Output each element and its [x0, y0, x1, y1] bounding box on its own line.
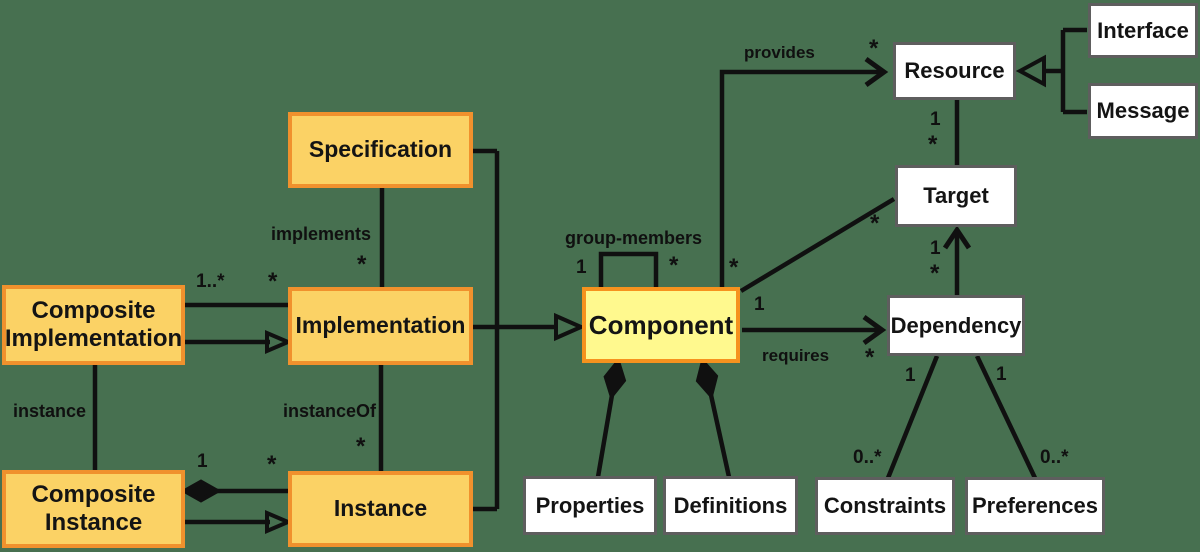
mult-provides-many: *	[869, 35, 879, 62]
arrowhead-icon	[864, 56, 889, 88]
mult-inst-many: *	[267, 451, 277, 478]
edge-provides	[719, 69, 882, 289]
mult-preferences-zero-or-more: 0..*	[1040, 447, 1069, 468]
mult-constraints-zero-or-more: 0..*	[853, 447, 882, 468]
edge-component-properties	[595, 394, 615, 478]
composition-diamond-icon	[603, 357, 627, 401]
mult-provides-src-many: *	[729, 254, 739, 281]
node-instance: Instance	[288, 471, 473, 547]
composition-diamond-icon	[180, 479, 222, 503]
node-constraints: Constraints	[815, 477, 955, 535]
label-provides: provides	[744, 43, 815, 62]
mult-dependency-target-many: *	[930, 260, 940, 287]
generalization-arrow-icon	[265, 509, 294, 535]
composition-diamond-icon	[695, 357, 719, 400]
mult-selfloop-many: *	[669, 252, 679, 279]
mult-requires-many: *	[865, 344, 875, 371]
label-group-members: group-members	[565, 228, 703, 248]
edge-group-members	[598, 251, 659, 289]
mult-preferences-one: 1	[996, 364, 1007, 385]
mult-target-one: 1	[930, 238, 941, 259]
node-implementation: Implementation	[288, 287, 473, 365]
arrowhead-icon	[942, 225, 972, 250]
mult-resource-target-many: *	[928, 131, 938, 158]
node-interface: Interface	[1088, 3, 1198, 58]
node-dependency: Dependency	[887, 295, 1025, 356]
node-specification: Specification	[288, 112, 473, 188]
arrowhead-icon	[862, 314, 887, 346]
node-properties: Properties	[523, 476, 657, 535]
mult-implements-many: *	[357, 251, 367, 278]
node-resource: Resource	[893, 42, 1016, 100]
label-implements: implements	[271, 224, 372, 244]
node-message: Message	[1088, 83, 1198, 139]
mult-component-target-one: 1	[754, 294, 765, 315]
node-target: Target	[895, 165, 1017, 227]
edge-interface-message-bracket	[1044, 27, 1087, 115]
edge-generalization-bracket	[473, 148, 557, 512]
node-preferences: Preferences	[965, 477, 1105, 535]
label-instance: instance	[13, 401, 87, 421]
mult-selfloop-one: 1	[576, 257, 587, 278]
node-definitions: Definitions	[663, 476, 798, 535]
edge-dependency-preferences	[974, 355, 1038, 479]
label-instance-of: instanceOf	[283, 401, 377, 421]
mult-target-assoc-many: *	[870, 210, 880, 237]
mult-compinst-one: 1	[197, 451, 208, 472]
edge-component-definitions	[708, 394, 732, 478]
generalization-arrow-icon	[265, 329, 294, 355]
node-component: Component	[582, 287, 740, 363]
edge-dependency-constraints	[885, 355, 940, 479]
generalization-arrow-icon	[1015, 54, 1046, 88]
mult-resource-one: 1	[930, 109, 941, 130]
node-composite-instance: Composite Instance	[2, 470, 185, 548]
mult-instanceof-many: *	[356, 433, 366, 460]
generalization-arrow-icon	[554, 312, 586, 342]
label-requires: requires	[762, 346, 830, 365]
mult-compimpl-one-or-more: 1..*	[196, 271, 225, 292]
mult-impl-many: *	[268, 268, 278, 295]
mult-constraints-one: 1	[905, 365, 916, 386]
node-composite-implementation: Composite Implementation	[2, 285, 185, 365]
edge-component-target	[739, 197, 896, 293]
